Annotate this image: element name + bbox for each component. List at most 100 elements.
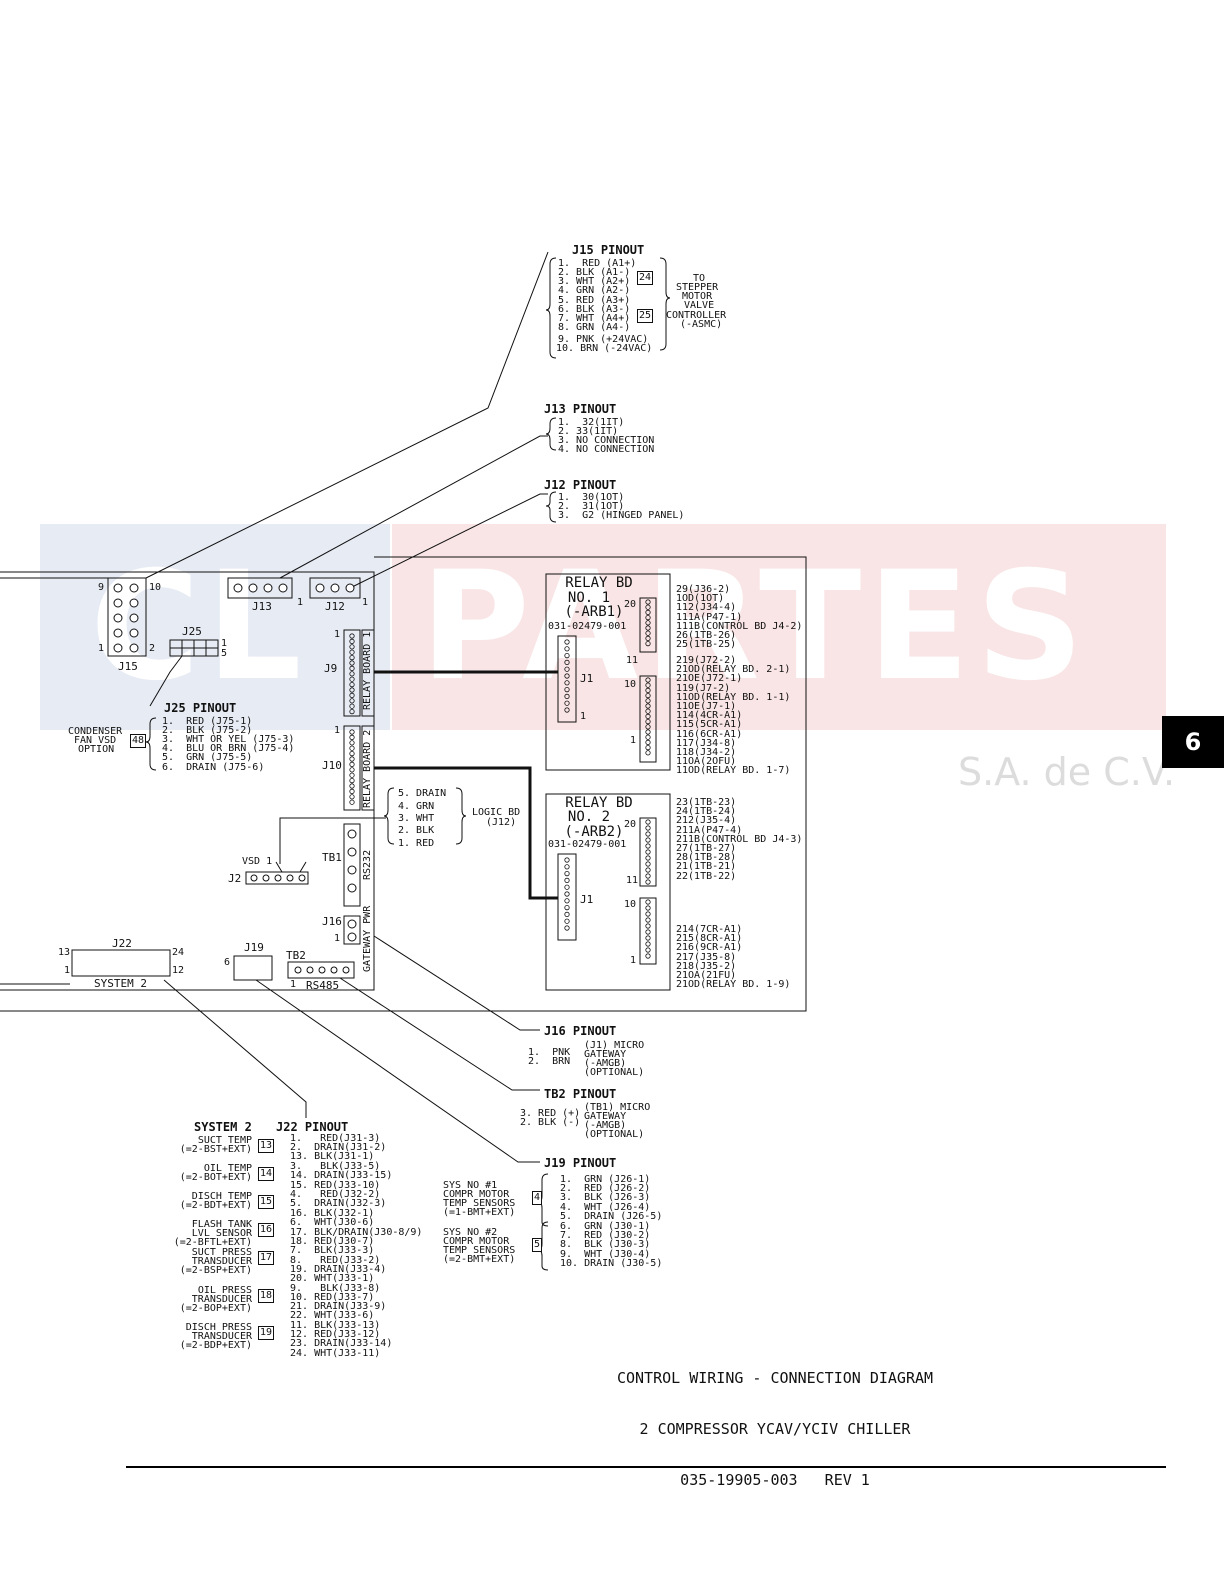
j22-group-3-pin-1: 4. RED(J32-2): [290, 1189, 381, 1201]
j25-pin-1: 1. RED (J75-1): [162, 716, 253, 727]
j22-group-3-pin-3: 16. BLK(J32-1): [290, 1207, 375, 1219]
j19-group-1-label-1: SYS NO #1: [443, 1180, 498, 1191]
j15-dest-4: VALVE: [684, 300, 715, 311]
j22-group-1-label-2: (=2-BST+EXT): [179, 1144, 252, 1155]
relay-bd1-lower-wire-13: 11OD(RELAY BD. 1-7): [676, 765, 791, 777]
j19-pin-label: 6: [224, 957, 231, 968]
j19-group-2-label-2: COMPR MOTOR: [443, 1236, 510, 1247]
j15-pin-2: 2. BLK (A1-): [558, 267, 631, 278]
relay-bd2-j1: J1: [580, 893, 594, 906]
j22-group-5-pin-1: 7. BLK(J33-3): [290, 1245, 375, 1257]
relay-bd2-lower-wire-7: 21OD(RELAY BD. 1-9): [676, 979, 791, 991]
logic-pin-2: 2. BLK: [398, 825, 435, 836]
j19-group-1-pin-5: 5. DRAIN (J26-5): [560, 1210, 663, 1222]
j15-pinout-title: J15 PINOUT: [572, 243, 645, 257]
relay-bd1-lower-wire-3: 21OE(J72-1): [676, 673, 743, 685]
j22-group-5-label-2: TRANSDUCER: [191, 1256, 252, 1268]
j22-system-label: SYSTEM 2: [94, 977, 147, 990]
relay-bd1-upper-wire-2: 1OD(1OT): [676, 593, 725, 605]
j19-group-2-pin-1: 6. GRN (J30-1): [560, 1221, 651, 1232]
relay-bd1-upper-wire-3: 112(J34-4): [676, 602, 737, 614]
j25-label-2: FAN VSD: [74, 735, 117, 746]
j12-pin-3: 3. G2 (HINGED PANEL): [558, 510, 685, 521]
relay-bd2-upper-wire-7: 28(1TB-28): [676, 852, 737, 864]
relay-bd2-pin-11: 11: [626, 875, 639, 886]
j15-label: J15: [118, 660, 138, 673]
relay-bd1-upper-wire-1: 29(J36-2): [676, 584, 731, 595]
relay-bd2-lower-wire-6: 21OA(21FU): [676, 970, 737, 981]
relay-bd2-title-2: NO. 2: [567, 809, 611, 825]
tb2-pin-2: 2. BLK (-): [520, 1117, 581, 1128]
j15-pin-5: 5. RED (A3+): [558, 295, 631, 306]
relay-bd2-upper-wire-2: 24(1TB-24): [676, 806, 737, 818]
relay-bd1-lower-wire-6: 11OE(J7-1): [676, 701, 737, 712]
j22-group-2-label-2: (=2-BOT+EXT): [179, 1172, 252, 1184]
j15-dest-3: MOTOR: [682, 291, 713, 302]
j15-pin-4: 4. GRN (A2-): [558, 285, 631, 296]
j25-pin-3: 3. WHT OR YEL (J75-3): [162, 734, 295, 745]
relay-bd2-pin-10: 10: [624, 899, 637, 910]
j19-group-2-pin-4: 9. WHT (J30-4): [560, 1248, 651, 1260]
j22-group-6-pin-1: 9. BLK(J33-8): [290, 1282, 381, 1294]
j22-group-6-label-3: (=2-BOP+EXT): [179, 1302, 252, 1314]
j15-dest-1: TO: [693, 273, 706, 284]
section-tab[interactable]: 6: [1162, 716, 1224, 768]
diagram-title-block: CONTROL WIRING - CONNECTION DIAGRAM 2 CO…: [585, 1336, 965, 1506]
j13-pin-label: 1: [297, 597, 304, 608]
j22-group-1-box: 13: [258, 1139, 275, 1153]
j19-group-1-label-2: COMPR MOTOR: [443, 1189, 510, 1200]
j16-pin-label: 1: [334, 933, 341, 944]
j22-group-7-pin-4: 24. WHT(J33-11): [290, 1347, 381, 1359]
j16-dest-1: (J1) MICRO: [584, 1040, 645, 1051]
j15-pin-10-label: 10: [149, 582, 162, 593]
j13-label: J13: [252, 600, 272, 613]
j22-group-6-label-2: TRANSDUCER: [191, 1293, 252, 1305]
j22-group-4-label-3: (=2-BFTL+EXT): [173, 1237, 252, 1249]
relay-bd1-title-1: RELAY BD: [565, 575, 633, 591]
diagram-title-line-1: CONTROL WIRING - CONNECTION DIAGRAM: [616, 1369, 934, 1387]
j22-group-2-pin-3: 15. RED(J33-10): [290, 1179, 381, 1191]
j19-group-2-label-4: (=2-BMT+EXT): [443, 1254, 516, 1265]
j19-group-1-pin-2: 2. RED (J26-2): [560, 1183, 651, 1195]
relay-bd1-upper-wire-7: 25(1TB-25): [676, 639, 737, 651]
j22-group-6-pin-4: 22. WHT(J33-6): [290, 1310, 375, 1322]
j22-group-6-pin-3: 21. DRAIN(J33-9): [290, 1301, 387, 1313]
j15-dest-5: CONTROLLER: [666, 310, 727, 321]
relay-bd1-lower-wire-1: 219(J72-2): [676, 655, 737, 666]
relay-board-2-vert-label: RELAY BOARD 2: [362, 729, 373, 808]
j13-pinout-title: J13 PINOUT: [544, 402, 617, 416]
j25-pin-1-label: 1: [221, 638, 228, 649]
j25-pin-6: 6. DRAIN (J75-6): [162, 762, 265, 773]
j22-group-6-pin-2: 10. RED(J33-7): [290, 1291, 375, 1303]
j22-system-title: SYSTEM 2: [194, 1120, 252, 1134]
j22-group-7-label-1: DISCH PRESS: [185, 1322, 252, 1333]
tb2-dest-3: (-AMGB): [584, 1120, 627, 1131]
rs232-vert-label: RS232: [362, 849, 373, 880]
relay-bd1-part: 031-02479-001: [548, 621, 627, 632]
j22-group-6-box: 18: [258, 1288, 275, 1303]
relay-bd2-upper-wire-8: 21(1TB-21): [676, 861, 737, 873]
j19-group-1-pin-3: 3. BLK (J26-3): [560, 1192, 651, 1204]
j22-group-7-label-3: (=2-BDP+EXT): [179, 1340, 252, 1351]
j19-group-2-box: 5: [532, 1238, 543, 1252]
relay-bd1-lower-wire-2: 21OD(RELAY BD. 2-1): [676, 664, 791, 676]
j15-box-24: 24: [637, 271, 654, 285]
j22-group-5-pin-4: 20. WHT(J33-1): [290, 1273, 375, 1284]
relay-bd2-upper-wire-4: 211A(P47-4): [676, 824, 743, 836]
relay-bd2-pin-1: 1: [630, 955, 637, 966]
relay-bd1-j1-pin: 1: [580, 711, 587, 722]
relay-bd1-upper-wire-4: 111A(P47-1): [676, 611, 743, 623]
j16-dest-3: (-AMGB): [584, 1058, 627, 1069]
relay-bd2-upper-wire-1: 23(1TB-23): [676, 797, 737, 808]
tb2-pinout-title: TB2 PINOUT: [544, 1087, 617, 1101]
tb2-pin-label: 1: [290, 979, 297, 990]
j22-pin-1-label: 1: [64, 965, 71, 976]
relay-bd1-pin-1: 1: [630, 735, 637, 746]
relay-bd1-lower-wire-12: 11OA(2OFU): [676, 756, 737, 768]
j9-pin-label: 1: [334, 629, 341, 640]
relay-bd1-lower-wire-7: 114(4CR-A1): [676, 710, 743, 722]
j22-group-3-pin-2: 5. DRAIN(J32-3): [290, 1198, 387, 1210]
j22-group-4-label-1: FLASH TANK: [191, 1219, 252, 1231]
tb2-dest-4: (OPTIONAL): [584, 1129, 645, 1140]
j15-pin-3: 3. WHT (A2+): [558, 276, 631, 287]
